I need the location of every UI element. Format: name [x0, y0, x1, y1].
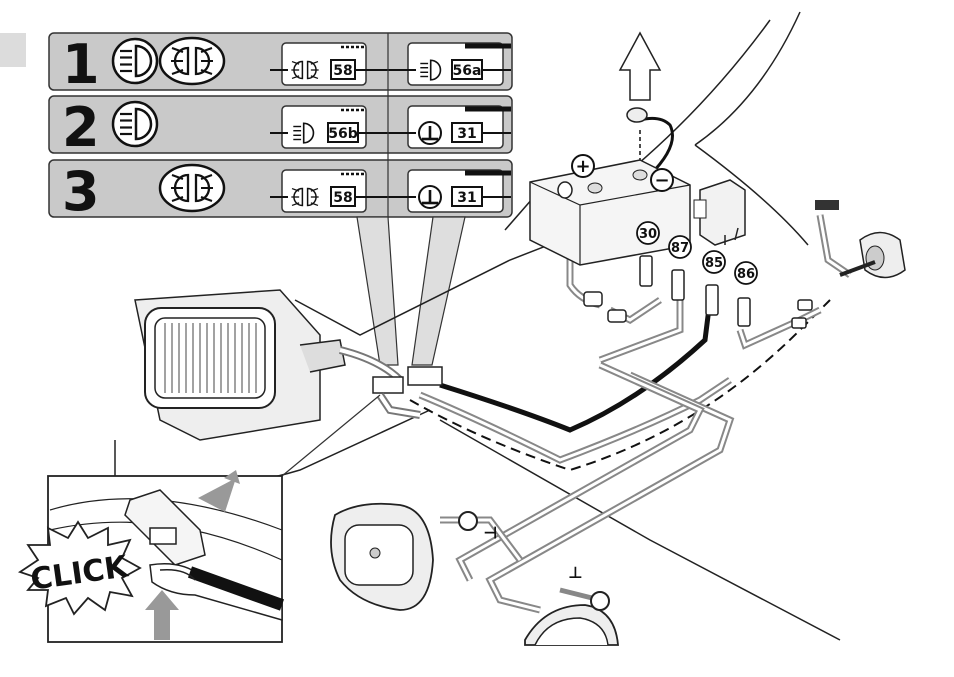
high-beam-icon [113, 102, 157, 146]
positive-symbol: + [575, 156, 590, 177]
up-arrow-icon [620, 33, 660, 100]
work-lamp [135, 290, 345, 440]
relay-terminal: 85 [705, 256, 723, 271]
switch [815, 200, 905, 278]
ground-symbol: ⊥ [481, 525, 500, 540]
fog-lamp [331, 504, 433, 610]
panel-number: 3 [62, 160, 100, 223]
battery-terminal-cap [627, 108, 647, 122]
relay [694, 180, 745, 245]
ground-icon [419, 122, 441, 144]
parking-light-icon [160, 165, 224, 211]
panel-number: 1 [62, 33, 100, 96]
ground-icon [419, 186, 441, 208]
high-beam-icon [113, 39, 157, 83]
relay-terminal: 87 [671, 241, 689, 256]
page-tab [0, 33, 26, 67]
terminal-label: 31 [457, 126, 476, 142]
parking-light-icon [160, 38, 224, 84]
terminal-label: 56a [453, 63, 482, 79]
relay-terminal: 86 [737, 267, 755, 282]
terminal-label: 58 [333, 190, 352, 206]
panel-number: 2 [62, 96, 100, 159]
panel-3: 3 58 31 [49, 160, 512, 223]
ground-symbol: ⊥ [568, 563, 583, 582]
relay-terminal: 30 [639, 227, 657, 242]
terminal-label: 31 [457, 190, 476, 206]
panel-2: 2 56b 31 [49, 96, 512, 159]
spade-connectors [584, 256, 812, 328]
battery: + − [530, 155, 690, 265]
terminal-label: 58 [333, 63, 352, 79]
terminal-label: 56b [328, 126, 358, 142]
panel-1: 1 58 56a [49, 33, 512, 96]
negative-symbol: − [654, 170, 669, 191]
